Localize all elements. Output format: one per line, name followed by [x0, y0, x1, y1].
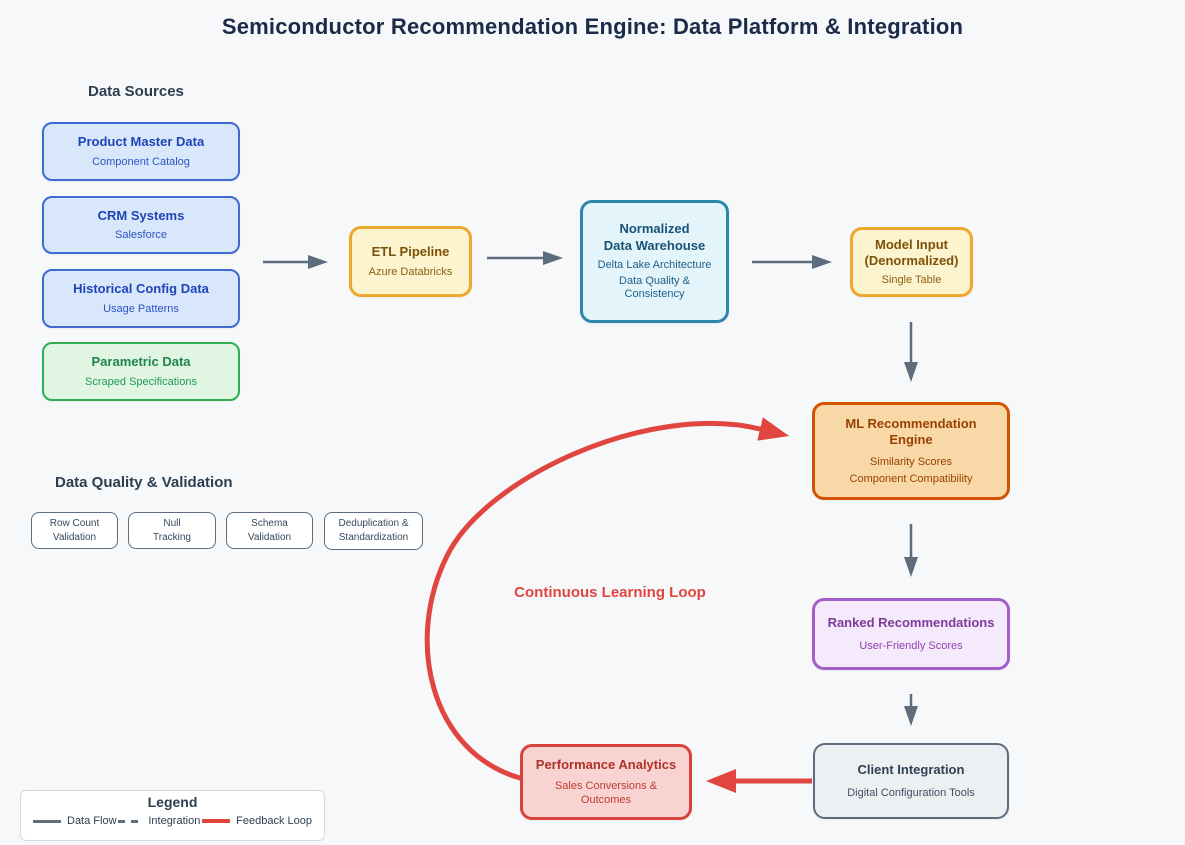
node-subtitle: Single Table: [881, 274, 942, 287]
integration-line-sample: [118, 819, 143, 823]
node-parametric-data: Parametric Data Scraped Specifications: [42, 342, 240, 401]
node-subtitle: Usage Patterns: [103, 302, 179, 315]
quality-check-line2: Standardization: [338, 532, 409, 543]
quality-check-line2: Validation: [52, 531, 97, 543]
node-title: ETL Pipeline: [371, 244, 450, 260]
legend-item-label: Feedback Loop: [236, 815, 312, 827]
quality-check-line1: Schema: [251, 517, 288, 529]
node-subtitle: Salesforce: [115, 229, 167, 242]
node-title: Ranked Recommendations: [827, 615, 995, 631]
legend-title: Legend: [147, 794, 198, 810]
node-etl-pipeline: ETL Pipeline Azure Databricks: [349, 226, 472, 297]
quality-check-schema-validation: Schema Validation: [226, 512, 313, 549]
node-title: Client Integration: [857, 762, 965, 778]
node-title: CRM Systems: [97, 207, 185, 223]
node-ml-recommendation-engine: ML Recommendation Engine Similarity Scor…: [812, 402, 1010, 500]
node-subtitle-2: Component Compatibility: [849, 473, 973, 486]
legend-item-feedback-loop: Feedback Loop: [202, 815, 312, 827]
node-subtitle-1: Similarity Scores: [870, 456, 952, 469]
node-title-line1: Normalized: [619, 221, 690, 237]
node-title-line2: (Denormalized): [864, 252, 959, 268]
node-model-input-denormalized: Model Input (Denormalized) Single Table: [850, 227, 973, 297]
node-subtitle: Digital Configuration Tools: [847, 786, 975, 799]
node-normalized-data-warehouse: Normalized Data Warehouse Delta Lake Arc…: [580, 200, 729, 323]
node-subtitle-1: Delta Lake Architecture: [597, 258, 712, 271]
node-subtitle: Sales Conversions & Outcomes: [554, 780, 658, 806]
node-title-line1: Model Input: [875, 236, 948, 252]
data-sources-section-label: Data Sources: [88, 83, 184, 100]
legend-item-label: Data Flow: [67, 815, 117, 827]
node-ranked-recommendations: Ranked Recommendations User-Friendly Sco…: [812, 598, 1010, 670]
quality-check-line2: Tracking: [153, 531, 191, 543]
node-title-line2: Data Warehouse: [603, 237, 706, 253]
quality-check-deduplication-standardization: Deduplication & Standardization: [324, 512, 423, 550]
feedback-loop-line-sample: [202, 819, 231, 823]
node-subtitle: Component Catalog: [92, 155, 190, 168]
node-performance-analytics: Performance Analytics Sales Conversions …: [520, 744, 692, 820]
node-crm-systems: CRM Systems Salesforce: [42, 196, 240, 254]
legend-item-data-flow: Data Flow: [33, 815, 117, 827]
quality-check-line1: Null: [163, 517, 181, 529]
node-title: Performance Analytics: [535, 757, 677, 773]
node-title: ML Recommendation Engine: [845, 415, 977, 447]
quality-check-line2: Validation: [247, 531, 292, 543]
quality-check-row-count-validation: Row Count Validation: [31, 512, 118, 549]
node-subtitle: Scraped Specifications: [85, 375, 197, 388]
node-historical-config-data: Historical Config Data Usage Patterns: [42, 269, 240, 328]
quality-check-null-tracking: Null Tracking: [128, 512, 216, 549]
page-title: Semiconductor Recommendation Engine: Dat…: [221, 14, 964, 39]
node-title: Parametric Data: [91, 354, 191, 370]
quality-check-line1: Deduplication &: [338, 518, 409, 529]
node-product-master-data: Product Master Data Component Catalog: [42, 122, 240, 181]
legend: Legend Data Flow Integration Feedback Lo…: [20, 790, 325, 841]
node-subtitle: User-Friendly Scores: [859, 639, 963, 652]
continuous-learning-loop-label: Continuous Learning Loop: [514, 584, 706, 601]
node-subtitle: Azure Databricks: [368, 265, 453, 278]
node-title: Product Master Data: [77, 134, 205, 150]
node-title: Historical Config Data: [73, 281, 209, 297]
legend-item-integration: Integration: [118, 815, 200, 827]
data-quality-section-label: Data Quality & Validation: [55, 474, 233, 491]
data-flow-line-sample: [33, 819, 61, 823]
quality-check-line1: Row Count: [49, 517, 100, 529]
node-client-integration: Client Integration Digital Configuration…: [813, 743, 1009, 819]
node-subtitle-2: Data Quality & Consistency: [619, 275, 690, 301]
legend-items: Data Flow Integration Feedback Loop: [21, 810, 324, 827]
legend-item-label: Integration: [148, 815, 201, 827]
